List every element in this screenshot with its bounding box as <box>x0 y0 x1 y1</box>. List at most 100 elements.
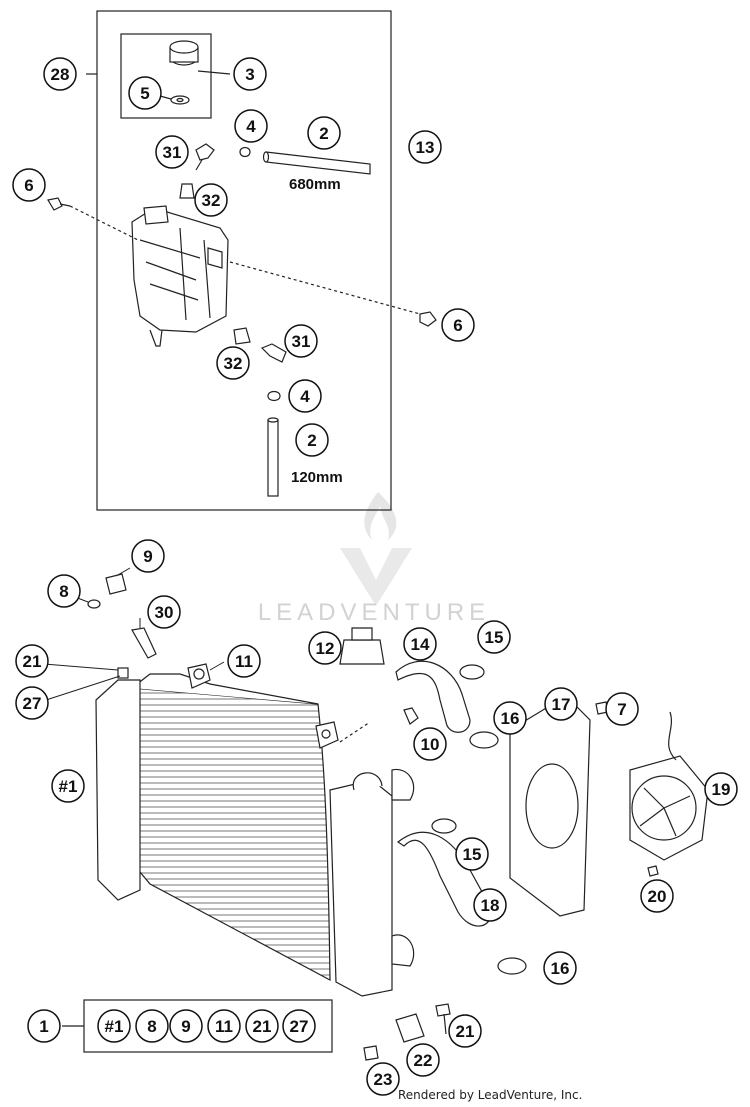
callout-number: 3 <box>245 65 254 84</box>
callout-circle <box>413 727 447 761</box>
callout-circle <box>227 644 261 678</box>
hose-length-label-lower: 120mm <box>291 469 343 486</box>
kit-item-k9: 9 <box>169 1009 203 1043</box>
callout-c30: 30 <box>147 595 181 629</box>
callout-number: 21 <box>23 652 42 671</box>
callout-number: 27 <box>290 1017 309 1036</box>
radiator-group <box>87 573 709 1061</box>
callout-number: 7 <box>617 700 626 719</box>
watermark-text: LEADVENTURE <box>258 599 490 626</box>
callout-circle <box>704 772 738 806</box>
callout-circle <box>366 1062 400 1096</box>
callout-number: 12 <box>316 639 335 658</box>
callout-circle <box>128 76 162 110</box>
callout-circle <box>473 888 507 922</box>
callout-number: 8 <box>59 582 68 601</box>
callout-c32b: 32 <box>216 346 250 380</box>
callout-circle <box>43 57 77 91</box>
callout-number: 16 <box>501 709 520 728</box>
kit-item-k11: 11 <box>207 1009 241 1043</box>
callout-number: 16 <box>551 959 570 978</box>
hose-length-label-upper: 680mm <box>289 176 341 193</box>
callout-c4a: 4 <box>234 109 268 143</box>
callout-c21a: 21 <box>15 644 49 678</box>
callout-number: #1 <box>59 777 78 796</box>
expansion-tank-group <box>47 10 437 511</box>
callout-c6b: 6 <box>441 308 475 342</box>
callout-c6a: 6 <box>12 168 46 202</box>
callout-circle <box>27 1009 61 1043</box>
callout-number: 6 <box>24 176 33 195</box>
callout-number: 30 <box>155 603 174 622</box>
callout-c16b: 16 <box>543 951 577 985</box>
callout-number: 4 <box>246 117 256 136</box>
callout-number: 20 <box>648 887 667 906</box>
callout-number: 14 <box>411 635 430 654</box>
callout-number: 1 <box>39 1017 48 1036</box>
callout-number: 11 <box>215 1017 233 1036</box>
callout-circle <box>169 1009 203 1043</box>
callout-c1: 1 <box>27 1009 61 1043</box>
callout-c19: 19 <box>704 772 738 806</box>
callout-circle <box>207 1009 241 1043</box>
callout-circle <box>288 379 322 413</box>
callout-circle <box>543 951 577 985</box>
callout-number: 15 <box>463 845 482 864</box>
callout-number: 32 <box>202 191 221 210</box>
callout-circle <box>406 1043 440 1077</box>
callout-number: 5 <box>140 84 149 103</box>
callout-circle <box>51 769 85 803</box>
callout-c15a: 15 <box>477 620 511 654</box>
callout-c18: 18 <box>473 888 507 922</box>
callout-circle <box>640 879 674 913</box>
callout-c13: 13 <box>408 130 442 164</box>
callout-number: 28 <box>51 65 70 84</box>
callout-c7: 7 <box>605 692 639 726</box>
callout-number: 10 <box>421 735 440 754</box>
callout-number: 2 <box>319 124 328 143</box>
callout-circle <box>441 308 475 342</box>
callout-c15b: 15 <box>455 837 489 871</box>
callout-circle <box>284 324 318 358</box>
callout-circle <box>307 116 341 150</box>
callout-c2b: 2 <box>295 423 329 457</box>
callout-circle <box>477 620 511 654</box>
callout-number: 21 <box>456 1022 475 1041</box>
callout-circle <box>234 109 268 143</box>
callout-number: 22 <box>414 1051 433 1070</box>
footer-credit: Rendered by LeadVenture, Inc. <box>398 1088 583 1102</box>
callout-circle <box>12 168 46 202</box>
callout-circle <box>605 692 639 726</box>
kit-item-k1: #1 <box>97 1009 131 1043</box>
callout-number: 27 <box>23 694 42 713</box>
kit-item-k8: 8 <box>135 1009 169 1043</box>
callout-circle <box>233 57 267 91</box>
callout-c3: 3 <box>233 57 267 91</box>
callout-circle <box>448 1014 482 1048</box>
callout-circle <box>97 1009 131 1043</box>
callout-number: 23 <box>374 1070 393 1089</box>
callout-number: 11 <box>235 652 253 671</box>
callout-circle <box>493 701 527 735</box>
callout-number: 15 <box>485 628 504 647</box>
callout-c23: 23 <box>366 1062 400 1096</box>
callout-number: 19 <box>712 780 731 799</box>
callout-c17: 17 <box>544 687 578 721</box>
callout-c28: 28 <box>43 57 77 91</box>
callout-number: 18 <box>481 896 500 915</box>
callout-circle <box>194 183 228 217</box>
callout-number: 32 <box>224 354 243 373</box>
callout-circle <box>308 631 342 665</box>
callout-circle <box>15 686 49 720</box>
callout-c5: 5 <box>128 76 162 110</box>
callout-number: 31 <box>163 143 182 162</box>
callout-c22: 22 <box>406 1043 440 1077</box>
callout-number: #1 <box>105 1017 124 1036</box>
callout-c14: 14 <box>403 627 437 661</box>
callout-number: 9 <box>181 1017 190 1036</box>
callout-c31b: 31 <box>284 324 318 358</box>
callout-number: 21 <box>253 1017 272 1036</box>
